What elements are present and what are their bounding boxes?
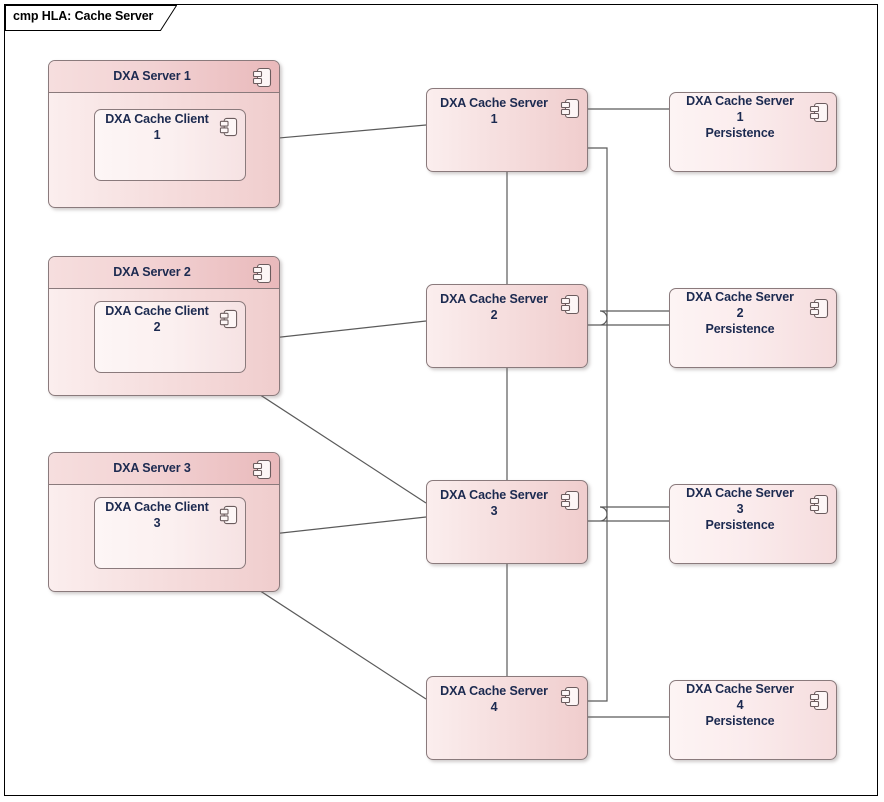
dxa-cache-server-3[interactable]: DXA Cache Server 3 — [426, 480, 588, 564]
dxa-cache-server-2-persistence[interactable]: DXA Cache Server 2 Persistence — [669, 288, 837, 368]
dxa-server-3-header: DXA Server 3 — [49, 453, 279, 485]
dxa-server-2-title: DXA Server 2 — [113, 265, 191, 279]
dxa-cache-server-3-persistence[interactable]: DXA Cache Server 3 Persistence — [669, 484, 837, 564]
dxa-cache-server-1-persistence-title: DXA Cache Server 1 Persistence — [670, 93, 836, 140]
dxa-cache-server-2-title: DXA Cache Server 2 — [440, 292, 548, 322]
dxa-cache-client-2-title: DXA Cache Client 2 — [105, 304, 209, 334]
component-icon — [252, 67, 272, 88]
component-icon — [809, 102, 829, 123]
component-icon — [252, 263, 272, 284]
component-icon — [219, 117, 239, 138]
dxa-server-1[interactable]: DXA Server 1 DXA Cache Client 1 — [48, 60, 280, 208]
dxa-server-3[interactable]: DXA Server 3 DXA Cache Client 3 — [48, 452, 280, 592]
component-icon — [809, 494, 829, 515]
dxa-server-1-title: DXA Server 1 — [113, 69, 191, 83]
dxa-cache-client-3[interactable]: DXA Cache Client 3 — [94, 497, 246, 569]
dxa-cache-server-3-title: DXA Cache Server 3 — [440, 488, 548, 518]
dxa-server-2-header: DXA Server 2 — [49, 257, 279, 289]
dxa-cache-client-1-title: DXA Cache Client 1 — [105, 112, 209, 142]
persistence-title-line2: Persistence — [705, 518, 775, 532]
dxa-cache-client-3-title: DXA Cache Client 3 — [105, 500, 209, 530]
dxa-cache-server-3-persistence-title: DXA Cache Server 3 Persistence — [670, 485, 836, 532]
dxa-cache-server-4-title: DXA Cache Server 4 — [440, 684, 548, 714]
component-icon — [560, 490, 580, 511]
dxa-server-3-title: DXA Server 3 — [113, 461, 191, 475]
component-icon — [219, 505, 239, 526]
dxa-server-2[interactable]: DXA Server 2 DXA Cache Client 2 — [48, 256, 280, 396]
component-icon — [809, 690, 829, 711]
persistence-title-line1: DXA Cache Server 4 — [686, 682, 794, 712]
component-icon — [560, 98, 580, 119]
component-icon — [809, 298, 829, 319]
persistence-title-line1: DXA Cache Server 3 — [686, 486, 794, 516]
dxa-cache-server-4[interactable]: DXA Cache Server 4 — [426, 676, 588, 760]
component-icon — [560, 686, 580, 707]
dxa-cache-client-2[interactable]: DXA Cache Client 2 — [94, 301, 246, 373]
dxa-cache-server-1-persistence[interactable]: DXA Cache Server 1 Persistence — [669, 92, 837, 172]
frame-label-text: cmp HLA: Cache Server — [13, 9, 154, 23]
dxa-cache-server-1-title: DXA Cache Server 1 — [440, 96, 548, 126]
dxa-cache-server-2[interactable]: DXA Cache Server 2 — [426, 284, 588, 368]
component-icon — [560, 294, 580, 315]
frame-label-tab — [5, 5, 177, 31]
dxa-cache-server-4-persistence-title: DXA Cache Server 4 Persistence — [670, 681, 836, 728]
dxa-cache-server-1[interactable]: DXA Cache Server 1 — [426, 88, 588, 172]
component-icon — [252, 459, 272, 480]
persistence-title-line1: DXA Cache Server 1 — [686, 94, 794, 124]
persistence-title-line1: DXA Cache Server 2 — [686, 290, 794, 320]
dxa-cache-client-1[interactable]: DXA Cache Client 1 — [94, 109, 246, 181]
persistence-title-line2: Persistence — [705, 322, 775, 336]
component-icon — [219, 309, 239, 330]
persistence-title-line2: Persistence — [705, 714, 775, 728]
persistence-title-line2: Persistence — [705, 126, 775, 140]
dxa-server-1-header: DXA Server 1 — [49, 61, 279, 93]
dxa-cache-server-4-persistence[interactable]: DXA Cache Server 4 Persistence — [669, 680, 837, 760]
dxa-cache-server-2-persistence-title: DXA Cache Server 2 Persistence — [670, 289, 836, 336]
